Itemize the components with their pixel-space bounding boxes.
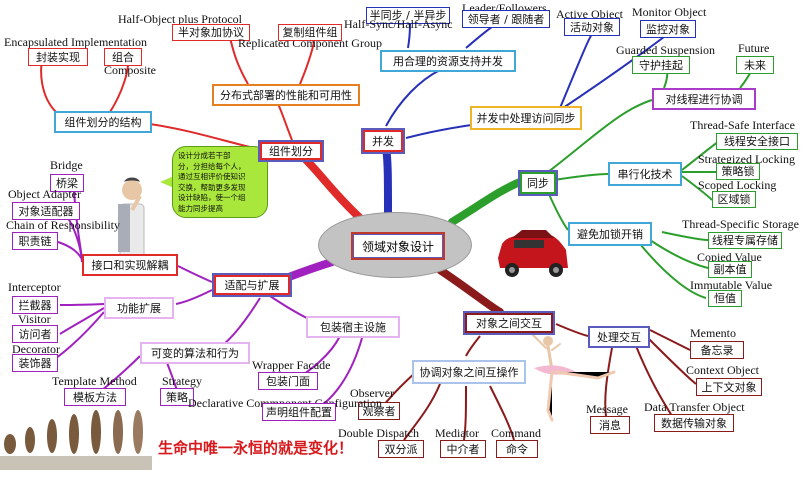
node-thread-coordination[interactable]: 对线程进行协调 [652, 88, 756, 110]
node-visitor-cn[interactable]: 访问者 [12, 325, 58, 343]
slogan: 生命中唯一永恒的就是变化！ [158, 439, 354, 457]
node-interface-decouple[interactable]: 接口和实现解耦 [82, 254, 178, 276]
node-active-cn[interactable]: 活动对象 [564, 18, 620, 36]
node-distributed[interactable]: 分布式部署的性能和可用性 [212, 84, 360, 106]
label-dto-en: Data Transfer Object [644, 400, 745, 414]
label-scoped-en: Scoped Locking [698, 178, 777, 192]
thinking-man-illustration [118, 177, 145, 265]
label-copied-en: Copied Value [697, 250, 762, 264]
label-chain-en: Chain of Responsibility [6, 218, 120, 232]
node-strategy-cn[interactable]: 策略 [160, 388, 194, 406]
node-handle-interaction[interactable]: 处理交互 [588, 326, 650, 348]
center-node[interactable]: 领域对象设计 [351, 232, 445, 260]
label-immutable-en: Immutable Value [690, 278, 773, 292]
node-adapter-cn[interactable]: 对象适配器 [12, 202, 80, 220]
node-chain-cn[interactable]: 职责链 [12, 232, 58, 250]
node-replicated-cn[interactable]: 复制组件组 [278, 24, 342, 41]
label-guarded-en: Guarded Suspension [616, 43, 715, 57]
node-message-cn[interactable]: 消息 [590, 416, 630, 434]
node-function-extension[interactable]: 功能扩展 [104, 297, 174, 319]
node-interceptor-cn[interactable]: 拦截器 [12, 296, 58, 314]
node-context-cn[interactable]: 上下文对象 [696, 378, 762, 396]
label-observer-en: Observer [350, 386, 394, 400]
label-memento-en: Memento [690, 326, 736, 340]
label-half-sync-en: Half-Sync/Half-Async [344, 17, 453, 31]
label-interceptor-en: Interceptor [8, 280, 61, 294]
node-double-dispatch-cn[interactable]: 双分派 [378, 440, 424, 458]
label-composite-en: Composite [104, 63, 157, 77]
node-sync[interactable]: 同步 [518, 170, 558, 196]
node-decorator-cn[interactable]: 装饰器 [12, 354, 58, 372]
label-encapsulated-en: Encapsulated Implementation [4, 35, 147, 49]
label-decorator-en: Decorator [12, 342, 60, 356]
car-illustration [498, 230, 568, 277]
node-declarative-cn[interactable]: 声明组件配置 [262, 403, 336, 421]
node-tsi-cn[interactable]: 线程安全接口 [716, 133, 798, 150]
label-mediator-en: Mediator [435, 426, 479, 440]
node-bridge-cn[interactable]: 桥梁 [50, 174, 84, 192]
node-monitor-cn[interactable]: 监控对象 [640, 20, 696, 38]
node-wrapper-cn[interactable]: 包装门面 [258, 372, 318, 390]
node-component-division[interactable]: 组件划分 [258, 140, 324, 162]
node-template-cn[interactable]: 模板方法 [64, 388, 126, 406]
node-resource-support[interactable]: 用合理的资源支持并发 [380, 50, 516, 72]
evolution-illustration [0, 410, 152, 470]
label-visitor-en: Visitor [18, 312, 51, 326]
node-dto-cn[interactable]: 数据传输对象 [654, 414, 734, 432]
node-observer-cn[interactable]: 观察者 [358, 402, 400, 420]
label-adapter-en: Object Adapter [8, 187, 81, 201]
node-encapsulated-cn[interactable]: 封装实现 [28, 48, 88, 66]
node-tss-cn[interactable]: 线程专属存储 [708, 232, 782, 249]
node-future-cn[interactable]: 未来 [736, 56, 774, 74]
node-immutable-cn[interactable]: 恒值 [708, 290, 742, 307]
label-command-en: Command [491, 426, 541, 440]
node-command-cn[interactable]: 命令 [496, 440, 538, 458]
label-future-en: Future [738, 41, 770, 55]
label-message-en: Message [586, 402, 628, 416]
label-half-object-en: Half-Object plus Protocol [118, 12, 242, 26]
node-wrap-host[interactable]: 包装宿主设施 [306, 316, 400, 338]
label-strategy-en: Strategy [162, 374, 202, 388]
node-mediator-cn[interactable]: 中介者 [440, 440, 486, 458]
ballerina-illustration [531, 333, 616, 422]
node-composite-cn[interactable]: 组合 [104, 48, 142, 66]
label-strategized-en: Strategized Locking [698, 152, 795, 166]
branch-concurrency [382, 144, 392, 216]
speech-bubble-tail [160, 176, 174, 188]
label-context-en: Context Object [686, 363, 759, 377]
node-guarded-cn[interactable]: 守护挂起 [632, 56, 690, 74]
node-serialization[interactable]: 串行化技术 [608, 162, 682, 186]
node-half-object-cn[interactable]: 半对象加协议 [172, 24, 250, 41]
node-component-structure[interactable]: 组件划分的结构 [54, 111, 152, 133]
speech-bubble: 设计分成若干部 分，分担给每个人， 通过互相评价使知识 交换，帮助更多发现 设计… [172, 146, 268, 218]
node-variable-algorithm[interactable]: 可变的算法和行为 [140, 342, 250, 364]
node-concurrency[interactable]: 并发 [361, 128, 405, 154]
node-scoped-cn[interactable]: 区域锁 [712, 191, 756, 208]
label-tss-en: Thread-Specific Storage [682, 217, 799, 231]
node-memento-cn[interactable]: 备忘录 [690, 341, 744, 359]
label-template-en: Template Method [52, 374, 137, 388]
node-interaction[interactable]: 对象之间交互 [463, 311, 555, 335]
node-access-sync[interactable]: 并发中处理访问同步 [470, 106, 582, 130]
node-copied-cn[interactable]: 副本值 [708, 261, 752, 278]
label-active-en: Active Object [556, 7, 623, 21]
label-tsi-en: Thread-Safe Interface [690, 118, 795, 132]
node-coordinate[interactable]: 协调对象之间互操作 [412, 360, 526, 384]
node-leader-cn[interactable]: 领导者 / 跟随者 [462, 10, 550, 28]
label-wrapper-en: Wrapper Facade [252, 358, 331, 372]
branch-interaction [436, 266, 504, 316]
node-half-sync-cn[interactable]: 半同步 / 半异步 [366, 7, 450, 24]
label-bridge-en: Bridge [50, 158, 83, 172]
node-adapt-extend[interactable]: 适配与扩展 [212, 273, 292, 297]
branch-sync [448, 178, 524, 226]
label-replicated-en: Replicated Component Group [238, 36, 382, 50]
node-strategized-cn[interactable]: 策略锁 [716, 163, 760, 180]
label-double-dispatch-en: Double Dispatch [338, 426, 419, 440]
node-avoid-lock[interactable]: 避免加锁开销 [568, 222, 652, 246]
branch-component [296, 150, 364, 222]
label-monitor-en: Monitor Object [632, 5, 707, 19]
